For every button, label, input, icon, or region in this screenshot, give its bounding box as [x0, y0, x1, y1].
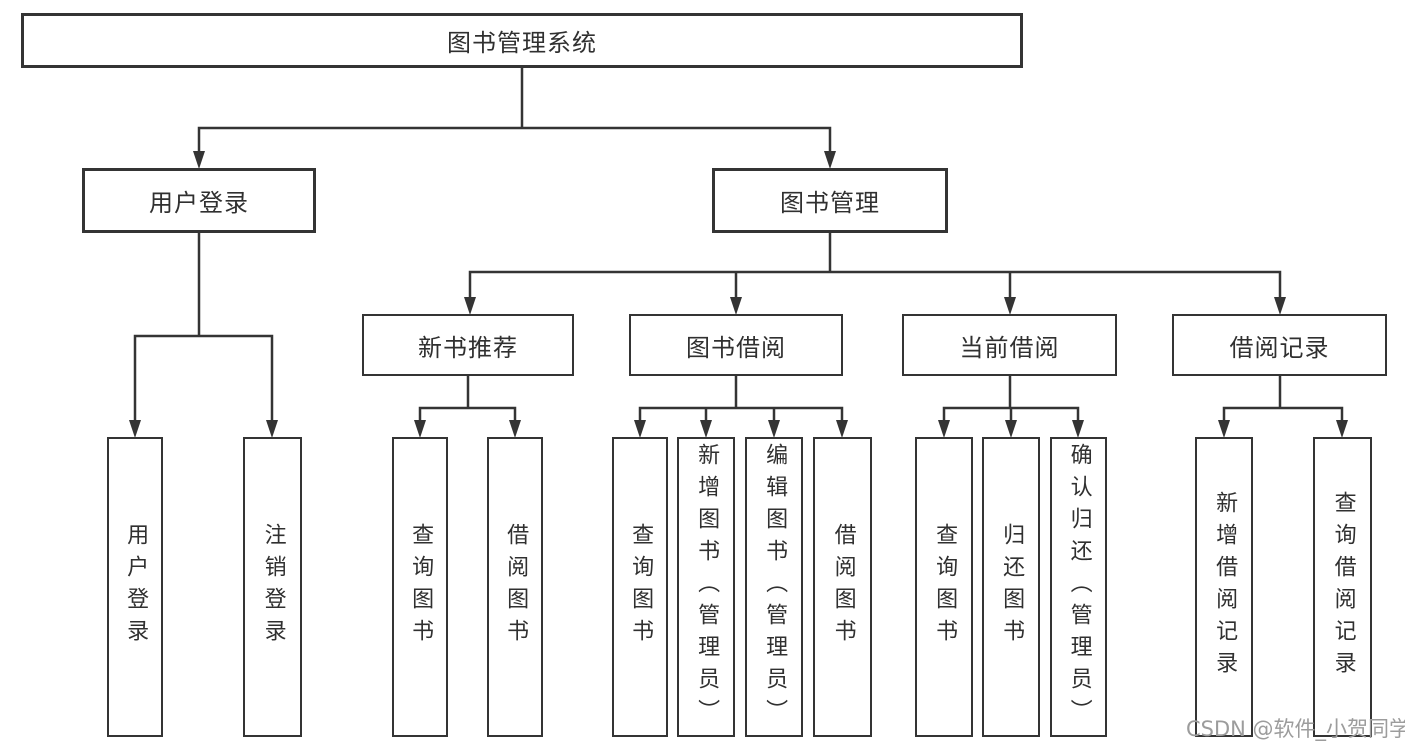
node-nb-borrow-books: 借阅图书: [487, 437, 543, 737]
node-label: 借阅图书: [830, 523, 856, 651]
node-label: 图书管理系统: [447, 29, 597, 57]
node-book-borrowing: 图书借阅: [629, 314, 843, 376]
node-cb-return-books: 归还图书: [982, 437, 1040, 737]
node-label: 用户登录: [149, 189, 249, 217]
node-label: 编辑图书（管理员）: [762, 443, 788, 731]
node-current-borrowing: 当前借阅: [902, 314, 1117, 376]
node-logout: 注销登录: [243, 437, 302, 737]
node-cb-query-books: 查询图书: [915, 437, 973, 737]
node-label: 查询图书: [628, 523, 654, 651]
node-user-login: 用户登录: [82, 168, 316, 233]
node-cb-confirm-return-admin: 确认归还（管理员）: [1050, 437, 1107, 737]
node-label: 查询图书: [932, 523, 958, 651]
node-label: 新增图书（管理员）: [694, 443, 720, 731]
node-label: 借阅记录: [1229, 333, 1330, 362]
node-login: 用户登录: [107, 437, 163, 737]
node-bb-add-books-admin: 新增图书（管理员）: [677, 437, 735, 737]
node-bb-edit-books-admin: 编辑图书（管理员）: [745, 437, 803, 737]
node-label: 注销登录: [260, 523, 286, 651]
node-label: 新增借阅记录: [1212, 491, 1238, 683]
node-new-book-recommend: 新书推荐: [362, 314, 574, 376]
node-label: 查询图书: [408, 523, 434, 651]
node-label: 确认归还（管理员）: [1066, 443, 1092, 731]
node-bb-borrow-books: 借阅图书: [813, 437, 872, 737]
node-root: 图书管理系统: [21, 13, 1023, 68]
node-label: 借阅图书: [503, 523, 529, 651]
node-label: 查询借阅记录: [1330, 491, 1356, 683]
node-label: 新书推荐: [418, 333, 518, 362]
node-label: 当前借阅: [959, 333, 1060, 362]
node-br-query-record: 查询借阅记录: [1313, 437, 1372, 737]
node-label: 图书借阅: [686, 333, 786, 362]
node-label: 归还图书: [999, 523, 1025, 651]
node-borrowing-records: 借阅记录: [1172, 314, 1387, 376]
node-bb-query-books: 查询图书: [612, 437, 668, 737]
node-label: 用户登录: [123, 523, 149, 651]
node-book-management: 图书管理: [712, 168, 948, 233]
node-label: 图书管理: [780, 189, 880, 217]
csdn-watermark: CSDN @软件_小贺同学: [1186, 717, 1405, 741]
node-nb-query-books: 查询图书: [392, 437, 448, 737]
node-br-add-record: 新增借阅记录: [1195, 437, 1253, 737]
